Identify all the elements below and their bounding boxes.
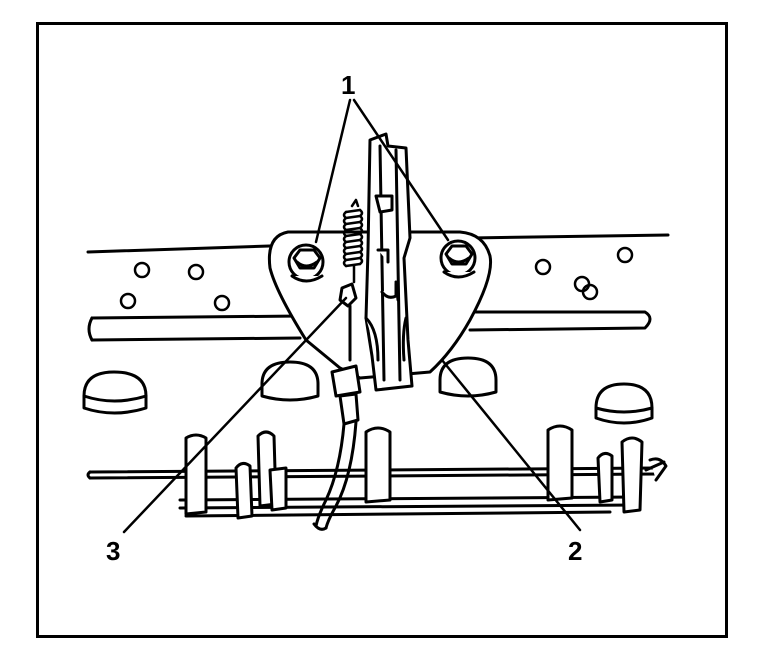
lower-studs — [184, 424, 668, 520]
floor-domes — [82, 356, 654, 425]
leader-lines — [122, 98, 582, 534]
brake-lever — [364, 132, 414, 392]
rail-holes — [119, 246, 634, 312]
frame-rail — [86, 233, 670, 342]
callout-label-1: 1 — [341, 70, 356, 100]
cable-end — [330, 282, 362, 426]
leader-3 — [122, 296, 348, 534]
leader-1-left — [314, 98, 352, 244]
bolt-left — [287, 243, 325, 283]
leader-2 — [440, 358, 582, 532]
spring — [342, 198, 364, 284]
callout-label-2: 2 — [568, 536, 583, 566]
leader-1-right — [352, 98, 450, 242]
callout-label-3: 3 — [106, 536, 121, 566]
bolt-right — [439, 239, 477, 279]
